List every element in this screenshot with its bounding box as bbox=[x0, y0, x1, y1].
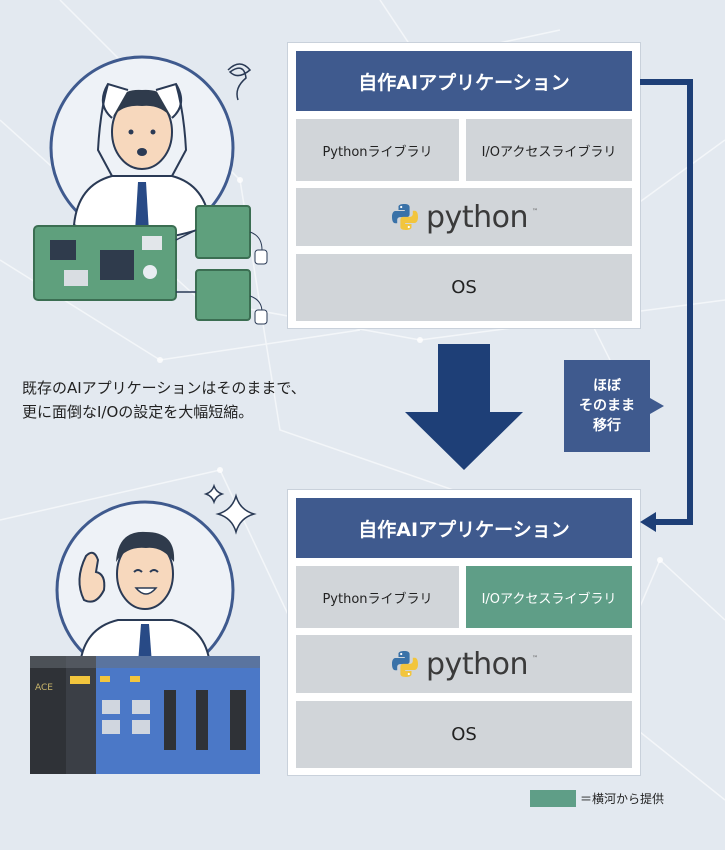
os-layer: OS bbox=[296, 701, 632, 768]
io-access-library-layer-provided: I/Oアクセスライブラリ bbox=[466, 566, 632, 628]
python-logo: python ™ bbox=[390, 200, 538, 235]
python-library-layer: Pythonライブラリ bbox=[296, 119, 459, 181]
trademark-mark: ™ bbox=[531, 207, 538, 215]
app-layer: 自作AIアプリケーション bbox=[296, 51, 632, 111]
python-layer: python ™ bbox=[296, 635, 632, 693]
caption-line-2: 更に面倒なI/Oの設定を大幅短縮。 bbox=[22, 403, 254, 421]
caption-line-1: 既存のAIアプリケーションはそのままで、 bbox=[22, 379, 306, 397]
legend-label: ＝横河から提供 bbox=[580, 792, 665, 806]
python-logo: python ™ bbox=[390, 647, 538, 682]
migration-badge: ほぼ そのまま 移行 bbox=[564, 360, 650, 452]
migration-badge-line-2: そのまま bbox=[579, 398, 635, 414]
migration-badge-line-3: 移行 bbox=[593, 418, 621, 434]
app-layer: 自作AIアプリケーション bbox=[296, 498, 632, 558]
trademark-mark: ™ bbox=[531, 654, 538, 662]
migration-badge-line-1: ほぼ bbox=[593, 378, 621, 394]
python-logo-icon bbox=[392, 651, 419, 677]
legend-swatch-provided bbox=[530, 790, 576, 807]
software-stack-before: 自作AIアプリケーション Pythonライブラリ I/Oアクセスライブラリ py… bbox=[287, 42, 641, 329]
os-layer: OS bbox=[296, 254, 632, 321]
caption: 既存のAIアプリケーションはそのままで、 更に面倒なI/Oの設定を大幅短縮。 bbox=[22, 376, 402, 424]
legend: ＝横河から提供 bbox=[530, 790, 664, 807]
python-logo-icon bbox=[392, 204, 419, 230]
python-layer: python ™ bbox=[296, 188, 632, 246]
io-access-library-layer: I/Oアクセスライブラリ bbox=[466, 119, 632, 181]
python-library-layer: Pythonライブラリ bbox=[296, 566, 459, 628]
python-wordmark: python bbox=[426, 646, 528, 682]
software-stack-after: 自作AIアプリケーション Pythonライブラリ I/Oアクセスライブラリ py… bbox=[287, 489, 641, 776]
python-wordmark: python bbox=[426, 199, 528, 235]
